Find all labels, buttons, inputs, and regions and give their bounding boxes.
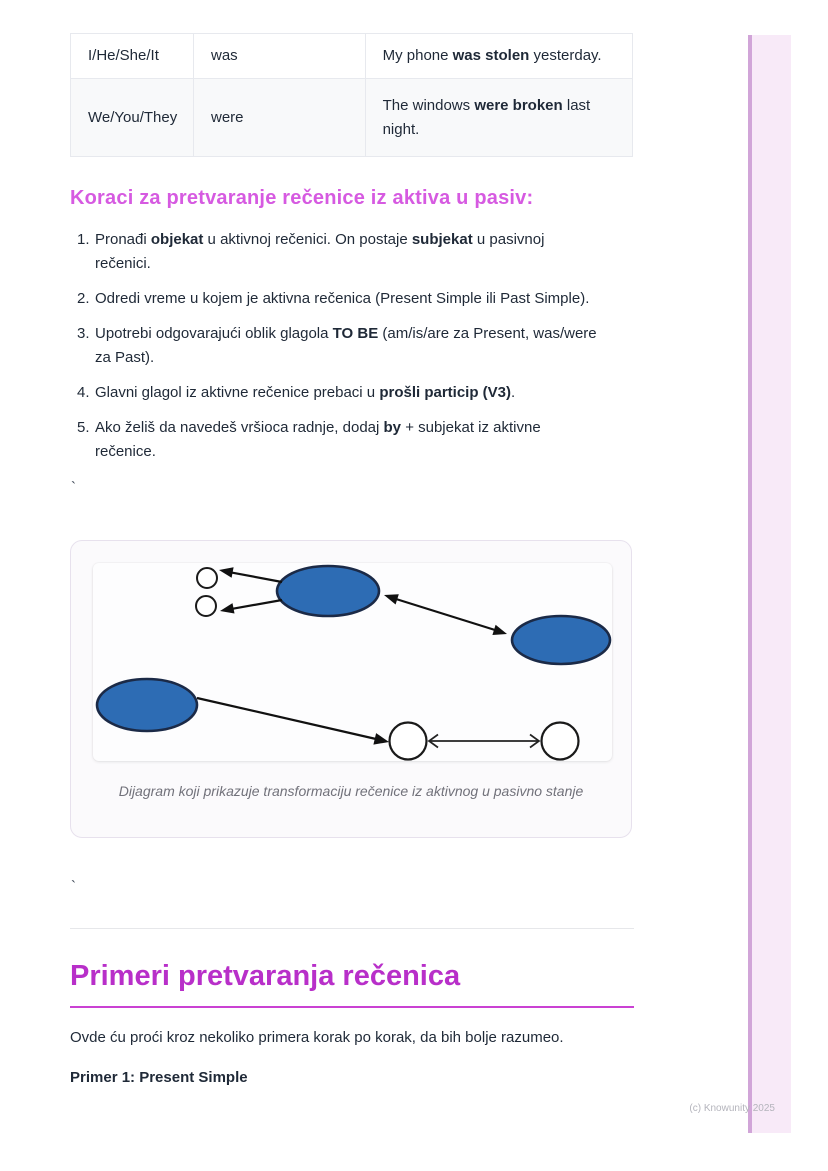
steps-list: 1. Pronađi objekat u aktivnoj rečenici. … — [70, 228, 634, 475]
arrow — [196, 696, 377, 741]
to-be-forms-table: I/He/She/It was My phone was stolen yest… — [70, 33, 634, 157]
section-heading-steps: Koraci za pretvaranje rečenice iz aktiva… — [70, 187, 534, 209]
section-heading-examples: Primeri pretvaranja rečenica — [70, 960, 461, 992]
list-number: 3. — [77, 325, 90, 342]
white-circle — [195, 595, 217, 617]
list-number: 1. — [77, 231, 90, 248]
heading-underline — [70, 1006, 634, 1008]
arrowhead — [219, 567, 234, 578]
arrowhead — [373, 733, 389, 745]
example1-title: Primer 1: Present Simple — [70, 1069, 248, 1086]
list-item: 1. Pronađi objekat u aktivnoj rečenici. … — [70, 228, 575, 276]
blue-ellipse — [95, 677, 199, 733]
arrow — [230, 571, 283, 584]
stray-backtick: ` — [71, 878, 76, 895]
table-cell-subject: We/You/They — [70, 78, 194, 157]
blue-ellipse — [275, 564, 381, 618]
table-row: We/You/They were The windows were broken… — [70, 78, 634, 157]
list-item: 2. Odredi vreme u kojem je aktivna rečen… — [70, 287, 634, 311]
page-edge-highlight — [748, 35, 791, 1133]
stray-backtick: ` — [71, 479, 76, 496]
list-number: 2. — [77, 290, 90, 307]
figure-caption: Dijagram koji prikazuje transformaciju r… — [118, 783, 584, 799]
list-item: 3. Upotrebi odgovarajući oblik glagola T… — [70, 322, 605, 370]
arrowhead — [220, 603, 235, 614]
table-cell-example: My phone was stolen yesterday. — [364, 33, 634, 79]
arrowhead — [427, 733, 439, 749]
list-item: 4. Glavni glagol iz aktivne rečenice pre… — [70, 381, 634, 405]
table-cell-example: The windows were broken last night. — [364, 78, 634, 157]
table-cell-verb: was — [192, 33, 366, 79]
diagram-image — [93, 563, 612, 761]
transformation-diagram — [95, 564, 612, 761]
arrow — [395, 597, 496, 632]
list-number: 4. — [77, 384, 90, 401]
table-row: I/He/She/It was My phone was stolen yest… — [70, 33, 634, 79]
list-number: 5. — [77, 419, 90, 436]
diagram-figure: Dijagram koji prikazuje transformaciju r… — [70, 540, 632, 838]
blue-ellipse — [510, 614, 612, 666]
copyright-text: (c) Knowunity 2025 — [689, 1103, 775, 1114]
arrowhead — [529, 733, 541, 749]
white-circle — [388, 721, 428, 761]
white-circle — [196, 567, 218, 589]
arrowhead — [384, 594, 399, 605]
table-cell-verb: were — [192, 78, 366, 157]
white-circle — [540, 721, 580, 761]
list-item: 5. Ako želiš da navedeš vršioca radnje, … — [70, 416, 560, 464]
arrow — [232, 598, 283, 610]
intro-paragraph: Ovde ću proći kroz nekoliko primera kora… — [70, 1029, 564, 1046]
arrowhead — [492, 624, 507, 635]
table-cell-subject: I/He/She/It — [70, 33, 194, 79]
horizontal-divider — [70, 928, 634, 929]
